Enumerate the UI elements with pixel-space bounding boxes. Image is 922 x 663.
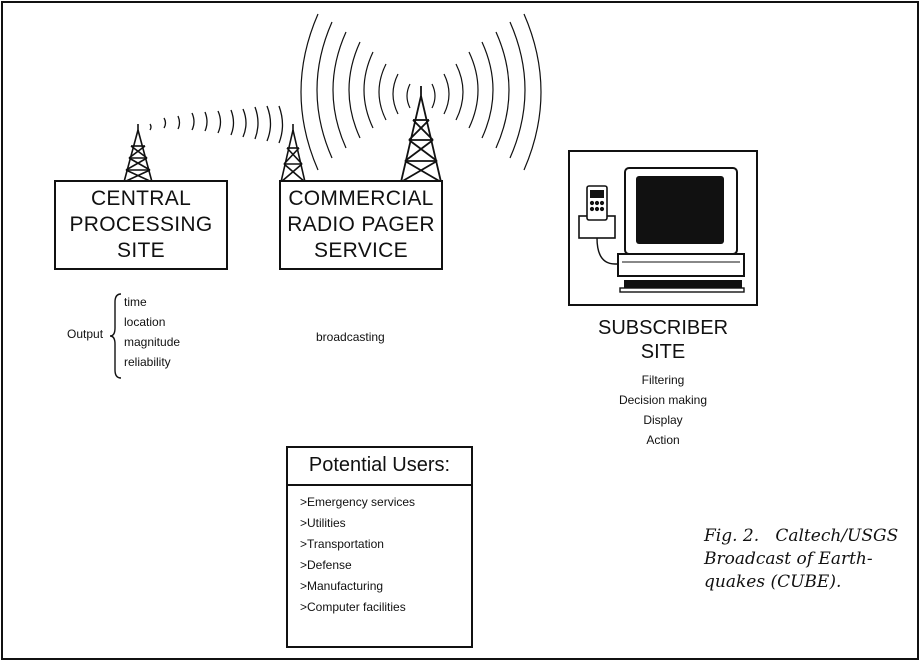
- output-label: Output: [67, 327, 104, 341]
- broadcasting-label: broadcasting: [316, 330, 385, 344]
- pager-small-antenna-tower-icon: [280, 124, 306, 183]
- pager-service-label: COMMERCIAL RADIO PAGER SERVICE: [287, 187, 435, 262]
- caption-line2: Broadcast of Earth-: [704, 549, 873, 569]
- figure-caption: Fig. 2. Caltech/USGS Broadcast of Earth-…: [704, 525, 914, 594]
- central-processing-site-box: CENTRAL PROCESSING SITE: [54, 180, 228, 270]
- subscriber-title-line1: SUBSCRIBER: [597, 317, 729, 339]
- caption-line3: quakes (CUBE).: [704, 572, 842, 592]
- user-computer-facilities: >Computer facilities: [300, 600, 406, 614]
- central-processing-site-label: CENTRAL PROCESSING SITE: [69, 187, 213, 262]
- output-brace: [109, 293, 122, 379]
- output-item-location: location: [124, 315, 166, 329]
- uplink-radio-waves: [149, 105, 284, 144]
- subscriber-site-title: SUBSCRIBER SITE: [558, 316, 768, 364]
- subscriber-function-decision: Decision making: [618, 393, 708, 407]
- user-utilities: >Utilities: [300, 516, 346, 530]
- user-manufacturing: >Manufacturing: [300, 579, 384, 593]
- user-emergency-services: >Emergency services: [300, 495, 416, 509]
- subscriber-site-box: [568, 150, 758, 306]
- output-list: time location magnitude reliability: [124, 294, 180, 370]
- pager-broadcast-tower-icon: [400, 86, 442, 183]
- output-item-reliability: reliability: [124, 355, 171, 369]
- user-defense: >Defense: [300, 558, 352, 572]
- subscriber-function-filtering: Filtering: [641, 373, 685, 387]
- subscriber-computer-icon: [578, 167, 745, 293]
- subscriber-function-action: Action: [646, 433, 680, 447]
- caption-line1: Fig. 2. Caltech/USGS: [704, 526, 899, 546]
- central-antenna-tower-icon: [123, 124, 153, 183]
- subscriber-function-display: Display: [643, 413, 683, 427]
- broadcast-radio-waves: [300, 13, 542, 171]
- subscriber-functions: Filtering Decision making Display Action: [558, 370, 768, 450]
- potential-users-list: >Emergency services >Utilities >Transpor…: [288, 492, 471, 618]
- output-item-magnitude: magnitude: [124, 335, 181, 349]
- output-item-time: time: [124, 295, 147, 309]
- potential-users-title: Potential Users:: [288, 448, 471, 486]
- subscriber-title-line2: SITE: [640, 341, 686, 363]
- potential-users-box: Potential Users: >Emergency services >Ut…: [286, 446, 473, 648]
- pager-service-box: COMMERCIAL RADIO PAGER SERVICE: [279, 180, 443, 270]
- user-transportation: >Transportation: [300, 537, 384, 551]
